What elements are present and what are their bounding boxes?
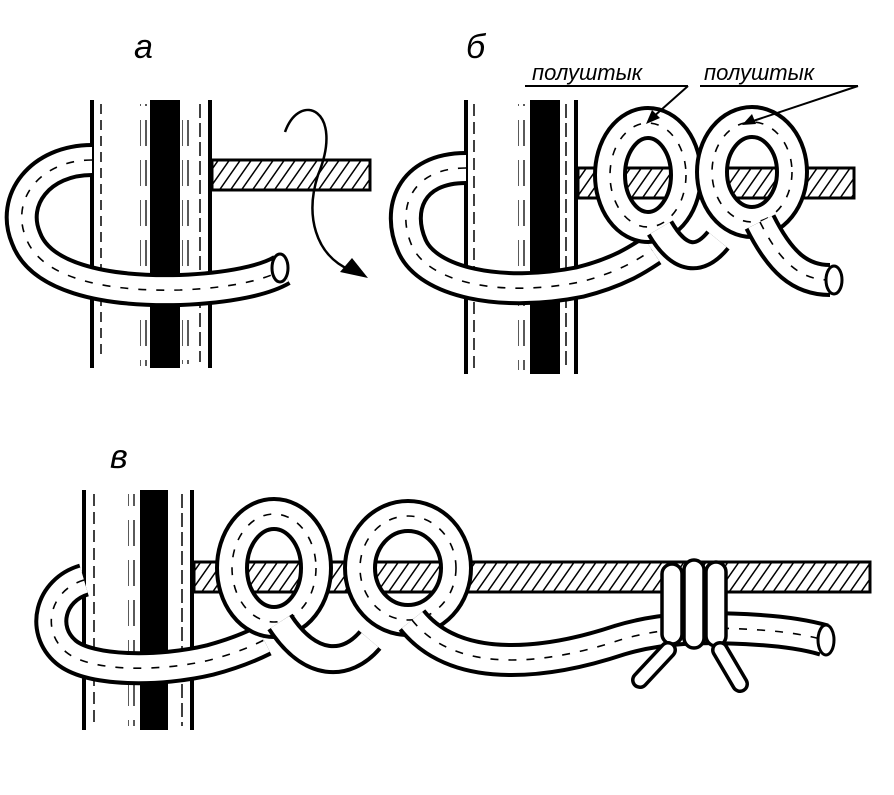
panel-b: полуштык полуштык б: [388, 28, 859, 374]
rope-wrap-with-half-hitches: [34, 497, 836, 686]
panel-v-label: в: [110, 438, 128, 476]
pole: [82, 490, 194, 730]
panel-a: а: [4, 28, 372, 368]
panel-v: в: [34, 438, 872, 730]
half-hitch-label-1: полуштык: [532, 60, 644, 85]
rope-standing-part: [210, 158, 372, 192]
pole: [90, 100, 212, 368]
pole: [464, 100, 578, 374]
seizing-binding: [631, 558, 749, 693]
panel-b-label: б: [466, 28, 487, 66]
direction-arrow: [283, 108, 368, 278]
rope-wrap: [4, 143, 291, 308]
half-hitch-label-2: полуштык: [704, 60, 816, 85]
panel-a-label: а: [134, 28, 153, 66]
annotation-lines: [525, 85, 859, 125]
